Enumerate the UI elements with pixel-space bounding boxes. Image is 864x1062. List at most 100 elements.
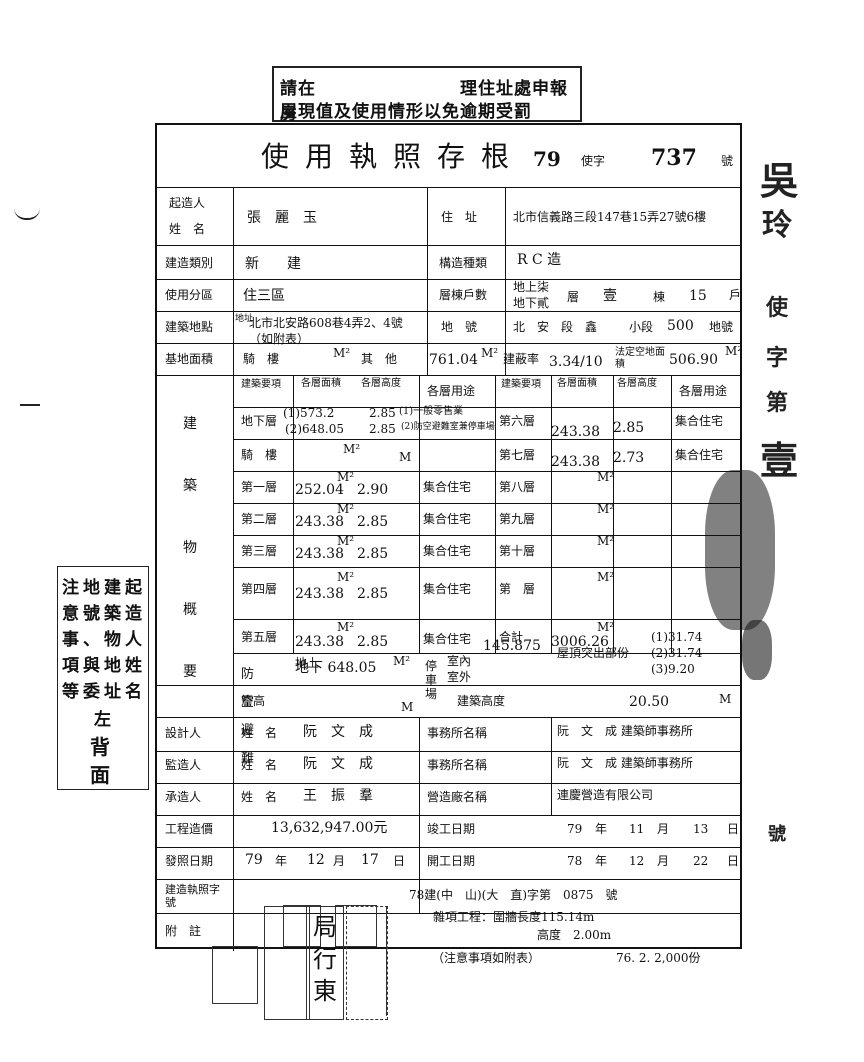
building-unit: 棟 (653, 290, 666, 304)
label-designer-office: 事務所名稱 (427, 726, 488, 740)
right-floor-height-0: 2.85 (613, 420, 645, 436)
seal-stamp-e (386, 906, 427, 1016)
left-floor-item-5: 第四層 (241, 582, 278, 596)
unit-m2-air: M² (393, 654, 411, 668)
label-open-date: 開工日期 (427, 854, 476, 868)
misc-work: 雜項工程：圍牆長度115.14m (433, 910, 595, 924)
right-margin-char-1: 吳 (760, 158, 799, 203)
label-open-space: 法定空地面積 (615, 347, 665, 370)
coverage: 3.34/10 (549, 354, 603, 370)
side-note-line-8: 面 (90, 763, 114, 787)
air-raid-below: 地下 648.05 (295, 660, 377, 676)
cost: 13,632,947.00元 (271, 820, 388, 836)
open-space-area: 506.90 (669, 352, 718, 368)
right-floor-item-2: 第八層 (499, 480, 536, 494)
side-note-line-1: 注地建起 (62, 578, 146, 598)
left-floor-item-6: 第五層 (241, 630, 278, 644)
lot-section: 北 安 段 鑫 (513, 320, 598, 334)
right-floor-item-6: 合計 (499, 630, 524, 644)
completion-month: 11 (629, 822, 645, 836)
label-floor-height: 各層高度 (361, 378, 401, 389)
left-floor-use-2: 集合住宅 (423, 480, 472, 494)
rooftop-1: (1)31.74 (651, 630, 703, 644)
left-floor-height-4: 2.85 (357, 546, 389, 562)
issue-m-label: 月 (333, 854, 346, 868)
unit-m2-f10: M² (597, 534, 615, 548)
label-structure-type: 構造種類 (439, 256, 488, 270)
left-floor-area-6: 243.38 (295, 634, 344, 650)
label-floor-use-r: 各層用途 (679, 384, 728, 398)
floor-unit: 層 (567, 290, 580, 304)
completion-day: 13 (693, 822, 709, 836)
right-floor-use-0: 集合住宅 (675, 414, 724, 428)
unit-m2-f4: M² (337, 570, 355, 584)
contractor-firm: 連慶營造有限公司 (557, 788, 654, 802)
designer-office: 阮 文 成 建築師事務所 (557, 724, 693, 738)
right-floor-item-3: 第九層 (499, 512, 536, 526)
seal-stamp-c: 局 行 東 (306, 906, 344, 1020)
left-floor-area-5: 243.38 (295, 586, 344, 602)
label-supervisor-name: 姓 名 (241, 758, 278, 772)
seal-stamp-d (346, 906, 388, 1020)
builder-address: 北市信義路三段147巷15弄27號6樓 (513, 210, 707, 224)
label-cost: 工程造價 (165, 822, 214, 836)
rooftop-2: (2)31.74 (651, 646, 703, 660)
issue-y-label: 年 (275, 854, 288, 868)
unit-m2-total: M² (597, 620, 615, 634)
license-number: 737 (651, 145, 697, 171)
unit-m2-open: M² (725, 344, 743, 358)
completion-m-label: 月 (657, 822, 670, 836)
label-address: 住 址 (441, 210, 478, 224)
label-indoor: 室內 (447, 654, 472, 668)
open-day: 22 (693, 854, 709, 868)
left-floor-item-4: 第三層 (241, 544, 278, 558)
completion-y-label: 年 (595, 822, 608, 836)
label-floor-item-r: 建築要項 (501, 379, 541, 390)
right-margin-char-5: 第 (766, 390, 789, 416)
unit-m2-f1: M² (337, 470, 355, 484)
supervisor-name: 阮 文 成 (303, 756, 373, 772)
lot-suffix: 地號 (709, 320, 734, 334)
left-floor-use-3: 集合住宅 (423, 512, 472, 526)
label-parking: 停車場 (425, 659, 438, 701)
unit-m2-f2: M² (337, 502, 355, 516)
label-designer-name: 姓 名 (241, 726, 278, 740)
side-note-line-2: 意號築造 (62, 604, 146, 624)
right-floor-area-6: 3006.26 (551, 634, 609, 650)
contractor-name: 王 振 羣 (303, 788, 373, 804)
label-issue-date: 發照日期 (165, 854, 214, 868)
permit-no: 78建(中 山)(大 直)字第 0875 號 (409, 888, 618, 902)
left-floor-area-4: 243.38 (295, 546, 344, 562)
side-note-line-7: 背 (90, 735, 114, 759)
right-floor-item-5: 第 層 (499, 582, 536, 596)
left-floor-item-2: 第一層 (241, 480, 278, 494)
label-supervisor: 監造人 (165, 758, 202, 772)
build-category: 新 建 (245, 256, 301, 272)
seal-char-2: 行 (313, 945, 337, 973)
right-floor-height-1: 2.73 (613, 450, 645, 466)
footer-print: 76. 2. 2,000份 (616, 951, 701, 965)
parking-indoor: 145.875 (483, 638, 541, 654)
label-building-height: 建築高度 (457, 694, 506, 708)
supervisor-office: 阮 文 成 建築師事務所 (557, 756, 693, 770)
left-floor-use-5: 集合住宅 (423, 582, 472, 596)
label-floors-units: 層棟戶數 (439, 288, 488, 302)
ink-smudge-2 (742, 620, 772, 680)
issue-year: 79 (245, 852, 263, 868)
label-completion-date: 竣工日期 (427, 822, 476, 836)
open-d-label: 日 (727, 854, 740, 868)
side-note-line-3: 事、物人 (62, 630, 146, 650)
left-floor-height-2: 2.90 (357, 482, 389, 498)
label-rooftop: 屋頂突出部份 (557, 646, 630, 660)
site-area-total: 761.04 (429, 352, 478, 368)
floors-below: 地下貳 (513, 296, 550, 310)
label-contractor: 承造人 (165, 790, 202, 804)
label-builder: 起造人 (169, 196, 206, 210)
unit-m2-site: M² (481, 346, 499, 360)
right-margin-char-6: 壹 (760, 438, 799, 483)
unit-m-arcade-row: M (399, 450, 412, 464)
left-floor-height2-0: 2.85 (369, 422, 396, 436)
right-floor-area-0: 243.38 (551, 424, 600, 440)
side-note-line-6: 左 (94, 710, 115, 730)
completion-year: 79 (567, 822, 583, 836)
